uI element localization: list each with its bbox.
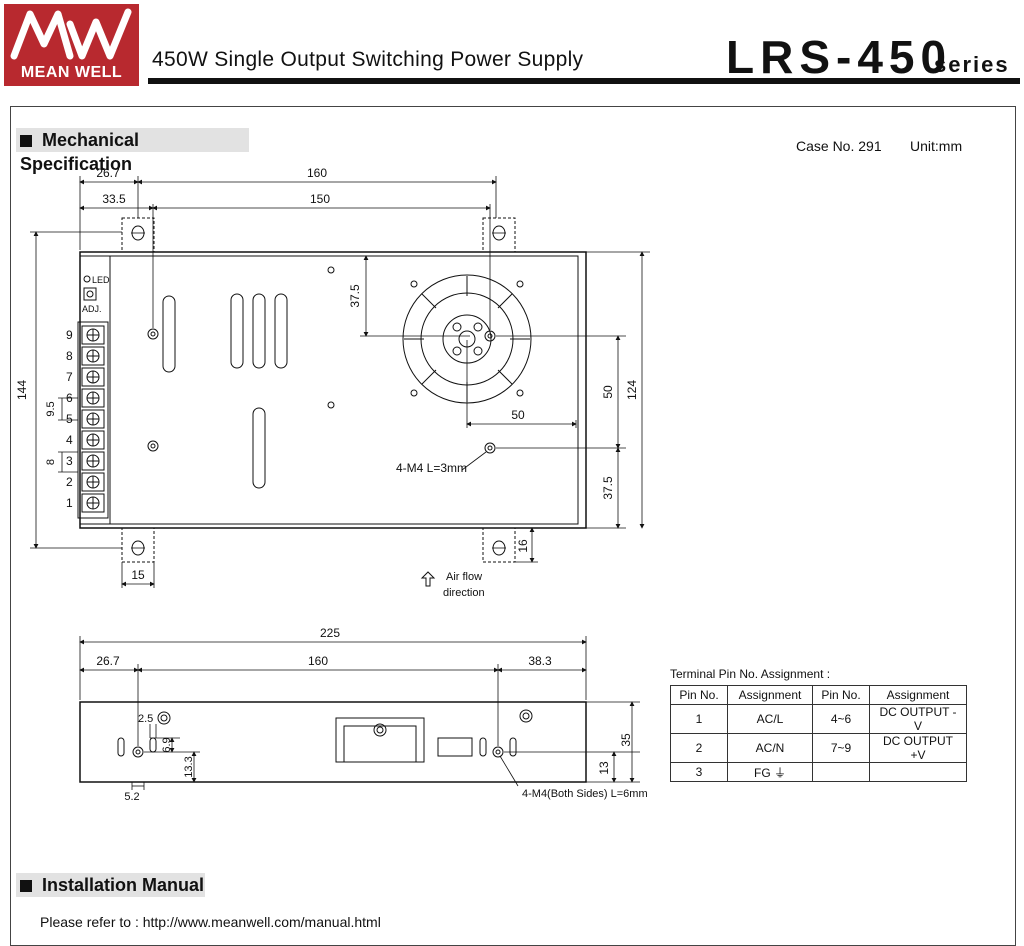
dim-37-5-bottom: 37.5 — [601, 476, 615, 500]
top-view — [30, 176, 650, 588]
terminal-number: 9 — [66, 328, 73, 342]
dim-15: 15 — [131, 568, 145, 582]
terminal-number: 5 — [66, 412, 73, 426]
logo-text: MEAN WELL — [20, 64, 123, 81]
table-cell: 4~6 — [812, 704, 870, 734]
dim-33-5: 33.5 — [102, 192, 126, 206]
dim-13-3: 13.3 — [183, 756, 195, 777]
column-header: Pin No. — [670, 685, 728, 705]
table-cell: AC/N — [727, 733, 813, 763]
mean-well-logo: MEAN WELL — [4, 4, 139, 86]
dim-150: 150 — [310, 192, 330, 206]
table-cell: 3 — [670, 762, 728, 782]
side-view — [79, 636, 640, 790]
square-bullet-icon — [20, 135, 32, 147]
dim-9-5: 9.5 — [45, 401, 57, 416]
table-cell: DC OUTPUT +V — [869, 733, 967, 763]
side-view-labels: 225 26.7 160 38.3 2.5 6.9 13.3 5.2 35 13… — [96, 626, 647, 803]
model-name: LRS-450 — [726, 31, 953, 83]
square-bullet-icon — [20, 880, 32, 892]
column-header: Assignment — [869, 685, 967, 705]
page-title: 450W Single Output Switching Power Suppl… — [152, 48, 584, 71]
dim-8: 8 — [45, 459, 57, 465]
terminal-number: 1 — [66, 496, 73, 510]
led-label: LED — [92, 275, 110, 285]
dim-225: 225 — [320, 626, 340, 640]
table-cell — [812, 762, 870, 782]
table-cell — [869, 762, 967, 782]
dim-26-7-side: 26.7 — [96, 654, 120, 668]
pin-assignment-table: Pin No. Assignment Pin No. Assignment 1 … — [670, 685, 967, 782]
terminal-block — [81, 325, 105, 513]
dim-2-5: 2.5 — [138, 713, 153, 725]
airflow-label-line1: Air flow — [446, 571, 482, 583]
column-header: Assignment — [727, 685, 813, 705]
table-cell: DC OUTPUT -V — [869, 704, 967, 734]
table-row: 3 FG ⏚ — [670, 762, 967, 782]
dim-38-3: 38.3 — [528, 654, 552, 668]
dim-50-horizontal: 50 — [511, 408, 525, 422]
table-row: 1 AC/L 4~6 DC OUTPUT -V — [670, 704, 967, 734]
unit-label: Unit:mm — [910, 138, 963, 154]
dim-16: 16 — [516, 539, 530, 553]
pin-table-caption: Terminal Pin No. Assignment : — [670, 667, 831, 681]
table-cell: 7~9 — [812, 733, 870, 763]
terminal-number: 6 — [66, 391, 73, 405]
airflow-label-line2: direction — [443, 587, 485, 599]
table-cell: AC/L — [727, 704, 813, 734]
side-screw-label: 4-M4(Both Sides) L=6mm — [522, 788, 648, 800]
case-number: Case No. 291 — [796, 138, 882, 154]
dim-35: 35 — [619, 733, 633, 747]
dim-144: 144 — [15, 380, 29, 400]
dim-160: 160 — [307, 166, 327, 180]
adj-label: ADJ. — [82, 304, 102, 314]
series-label: series — [934, 52, 1010, 77]
dim-37-5-top: 37.5 — [348, 284, 362, 308]
table-cell: 1 — [670, 704, 728, 734]
column-header: Pin No. — [812, 685, 870, 705]
top-view-labels: 26.7 160 33.5 150 37.5 50 50 124 37.5 14… — [15, 166, 639, 599]
terminal-number: 7 — [66, 370, 73, 384]
installation-title-text: Installation Manual — [42, 875, 205, 895]
mechanical-title-text: Mechanical Specification — [20, 130, 140, 174]
table-header-row: Pin No. Assignment Pin No. Assignment — [670, 685, 967, 705]
table-cell: 2 — [670, 733, 728, 763]
dim-50-vertical: 50 — [601, 385, 615, 399]
header-divider — [148, 78, 1020, 84]
dim-26-7: 26.7 — [96, 166, 120, 180]
manual-reference: Please refer to : http://www.meanwell.co… — [40, 914, 381, 930]
dim-6-9: 6.9 — [161, 737, 173, 752]
dim-124: 124 — [625, 380, 639, 400]
mechanical-section-title: Mechanical Specification — [16, 128, 249, 174]
table-row: 2 AC/N 7~9 DC OUTPUT +V — [670, 733, 967, 763]
dim-160-side: 160 — [308, 654, 328, 668]
mw-logo-icon — [10, 8, 132, 60]
terminal-number: 8 — [66, 349, 73, 363]
dim-13: 13 — [597, 761, 611, 775]
terminal-number: 4 — [66, 433, 73, 447]
installation-section-title: Installation Manual — [16, 873, 205, 897]
dim-5-2: 5.2 — [124, 791, 139, 803]
terminal-number: 3 — [66, 454, 73, 468]
table-cell: FG ⏚ — [727, 762, 813, 782]
top-screw-label: 4-M4 L=3mm — [396, 461, 467, 475]
terminal-number: 2 — [66, 475, 73, 489]
